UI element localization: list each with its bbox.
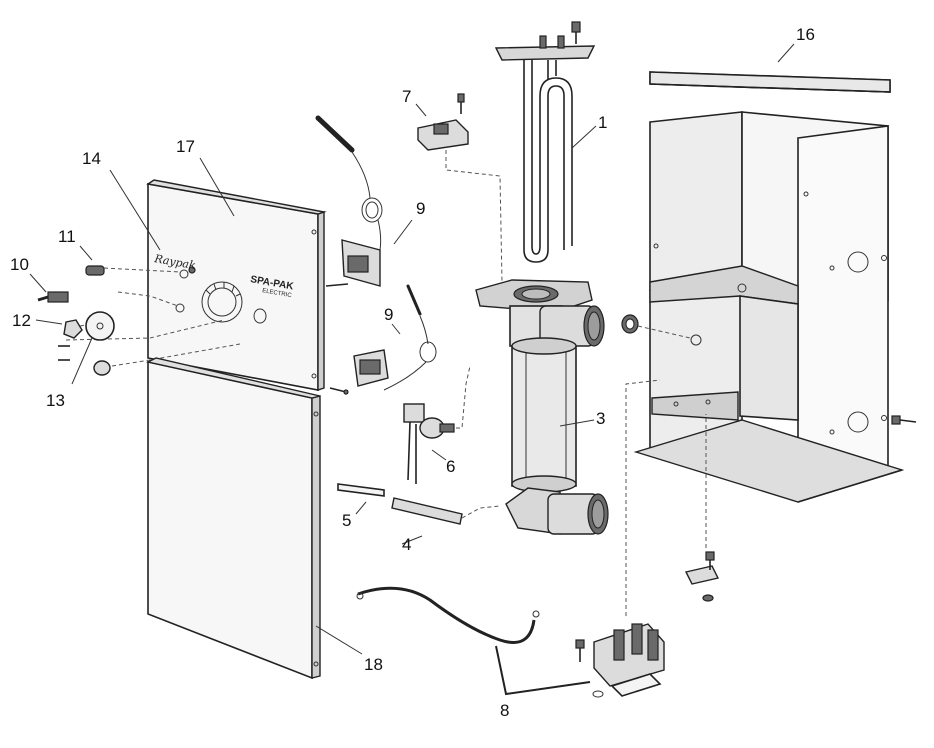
- front-panel-lower: [145, 357, 321, 680]
- toggle-switch: [37, 291, 69, 303]
- callout-13: 13: [46, 391, 65, 410]
- callout-6: 6: [446, 457, 455, 476]
- heating-element: [494, 21, 596, 263]
- dial-plate: [85, 311, 115, 341]
- pressure-switch: [403, 365, 471, 484]
- callout-12: 12: [12, 311, 31, 330]
- front-panel-upper: Raypak SPA-PAK ELECTRIC: [65, 179, 327, 391]
- callout-17: 17: [176, 137, 195, 156]
- side-bolt: [891, 415, 917, 425]
- callout-5: 5: [342, 511, 351, 530]
- thermostat-upper: [315, 115, 383, 287]
- callout-4: 4: [402, 535, 411, 554]
- thermostat-lower: [353, 284, 437, 391]
- ground-wire: [356, 586, 540, 644]
- terminal-block: [575, 379, 665, 698]
- cabinet-right-wall: [797, 125, 889, 498]
- flow-tube: [391, 497, 501, 525]
- callout-8: 8: [500, 701, 509, 720]
- cabinet-left-wall: [649, 111, 743, 291]
- high-limit-switch: [417, 93, 503, 283]
- callout-1: 1: [598, 113, 607, 132]
- callout-7: 7: [402, 87, 411, 106]
- heater-body: [475, 279, 609, 535]
- pilot-light: [85, 265, 105, 276]
- flow-paddle: [337, 483, 385, 497]
- callout-3: 3: [596, 409, 605, 428]
- knob: [63, 319, 83, 339]
- small-screws: [58, 345, 70, 361]
- cabinet-enclosure: [633, 71, 905, 503]
- callout-9-upper: 9: [416, 199, 425, 218]
- callout-16: 16: [796, 25, 815, 44]
- panel-screw: [329, 387, 349, 395]
- callout-10: 10: [10, 255, 29, 274]
- leader-lines: [29, 43, 795, 696]
- callout-11: 11: [58, 227, 76, 246]
- callout-14: 14: [82, 149, 101, 168]
- callout-18: 18: [364, 655, 383, 674]
- plug-button: [93, 360, 111, 376]
- panel-product-subtitle: ELECTRIC: [262, 288, 293, 299]
- callout-9-lower: 9: [384, 305, 393, 324]
- grommet: [621, 314, 691, 339]
- mounting-bracket: [684, 414, 720, 602]
